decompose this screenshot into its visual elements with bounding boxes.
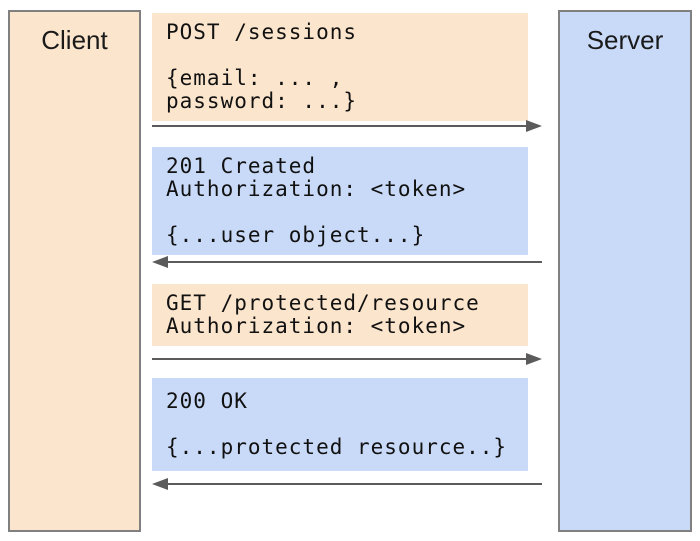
message-post-sessions: POST /sessions {email: ... , password: .… <box>152 13 528 121</box>
message-arrow-client-to-server-1 <box>152 120 542 132</box>
arrowhead-left-icon <box>152 478 168 490</box>
message-line: {email: ... , <box>166 66 344 90</box>
message-line: 201 Created <box>166 154 317 178</box>
server-label: Server <box>586 25 664 55</box>
message-line: POST /sessions <box>166 20 358 44</box>
actor-client-lifeline: Client <box>8 10 141 532</box>
arrowhead-right-icon <box>526 353 542 365</box>
message-line: Authorization: <token> <box>166 314 467 338</box>
message-line <box>166 44 514 67</box>
message-200-ok: 200 OK {...protected resource..} <box>152 378 528 471</box>
arrowhead-left-icon <box>152 256 168 268</box>
message-line: {...protected resource..} <box>166 435 508 459</box>
arrow-shaft <box>152 125 530 127</box>
message-arrow-server-to-client-1 <box>152 256 542 268</box>
actor-server-lifeline: Server <box>558 10 692 532</box>
message-line: {...user object...} <box>166 223 426 247</box>
message-201-created: 201 Created Authorization: <token> {...u… <box>152 147 528 255</box>
message-line <box>166 201 514 224</box>
arrow-shaft <box>164 483 542 485</box>
message-line <box>166 413 514 436</box>
message-arrow-server-to-client-2 <box>152 478 542 490</box>
message-line: GET /protected/resource <box>166 291 480 315</box>
message-line: password: ...} <box>166 89 358 113</box>
message-line: 200 OK <box>166 389 248 413</box>
arrowhead-right-icon <box>526 120 542 132</box>
client-label: Client <box>41 25 108 55</box>
arrow-shaft <box>152 358 530 360</box>
message-arrow-client-to-server-2 <box>152 353 542 365</box>
arrow-shaft <box>164 261 542 263</box>
message-line: Authorization: <token> <box>166 177 467 201</box>
message-get-protected-resource: GET /protected/resource Authorization: <… <box>152 284 528 346</box>
